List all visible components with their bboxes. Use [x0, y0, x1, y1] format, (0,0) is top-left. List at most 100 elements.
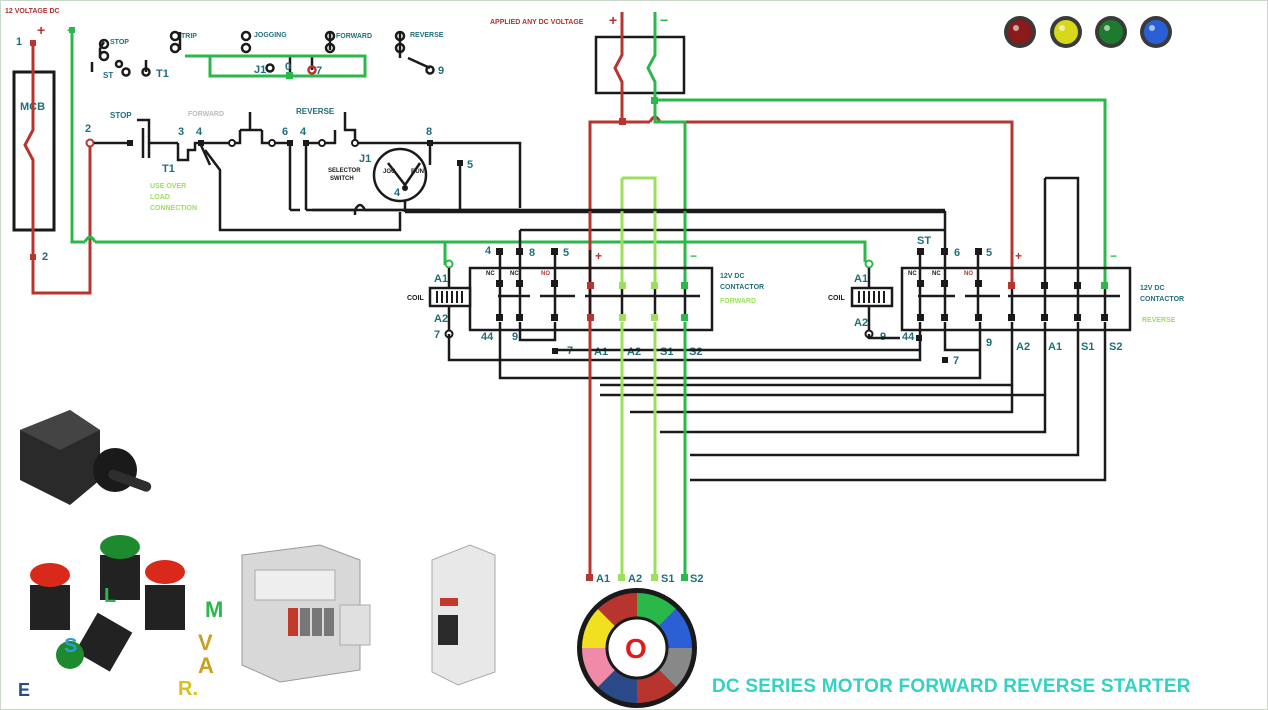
fwd-terminal-6 — [287, 140, 293, 146]
fwd-name-1: 12V DC — [720, 273, 745, 280]
fwd-contact-a — [228, 139, 236, 147]
fwd-contact-b — [268, 139, 276, 147]
letter-l: L — [104, 585, 117, 607]
rev-top-6: 6 — [954, 247, 960, 259]
fwd-b-a2: A2 — [627, 346, 641, 358]
rev-contact-b — [351, 139, 359, 147]
ctrl-node-4b: 4 — [300, 126, 307, 138]
legend-forward: FORWARD — [336, 33, 372, 40]
lamp-blue-icon — [1140, 16, 1172, 48]
rev-b-s2: S2 — [1109, 341, 1122, 353]
terminal-1-label: 1 — [16, 36, 22, 48]
letter-a: A — [198, 653, 214, 678]
rev-b-7: 7 — [953, 355, 959, 367]
fwd-a1: A1 — [434, 273, 448, 285]
ctrl-node-8: 8 — [426, 126, 432, 138]
applied-minus: − — [660, 12, 668, 28]
rev-node-7 — [942, 357, 948, 363]
fwd-top-8: 8 — [529, 247, 535, 259]
rev-b-9: 9 — [986, 337, 992, 349]
ctrl-stop-label: STOP — [110, 111, 132, 120]
applied-plus: + — [609, 12, 617, 28]
motor-label-s2: S2 — [690, 573, 703, 585]
fwd-nc1: NC — [486, 271, 495, 277]
fwd-no: NO — [541, 271, 550, 277]
rev-name-3: REVERSE — [1142, 317, 1176, 324]
fwd-b-s1: S1 — [660, 346, 673, 358]
fwd-a2: A2 — [434, 313, 448, 325]
rev-minus: − — [1110, 249, 1117, 263]
legend-jogging: JOGGING — [254, 32, 287, 39]
rev-top-st: ST — [917, 235, 931, 247]
motor-label-s1: S1 — [661, 573, 674, 585]
overload-note-2: LOAD — [150, 194, 170, 201]
legend-0: 0 — [285, 61, 291, 73]
selector-terminal-5 — [457, 160, 463, 166]
fwd-plus: + — [595, 249, 602, 263]
rev-nc2: NC — [932, 271, 941, 277]
rev-a1: A1 — [854, 273, 868, 285]
dc-positive-branch — [622, 120, 1014, 285]
fwd-top-4: 4 — [485, 245, 492, 257]
dc-breaker-box — [594, 35, 686, 95]
fwd-b-s2: S2 — [689, 346, 702, 358]
legend-trip: TRIP — [181, 33, 197, 40]
interlock-wiring — [447, 322, 1107, 482]
legend-9: 9 — [438, 65, 444, 77]
rev-terminal-8 — [427, 140, 433, 146]
motor-label-a2: A2 — [628, 573, 642, 585]
neutral-terminal — [69, 27, 75, 33]
ctrl-node-3: 3 — [178, 126, 184, 138]
supply-label: 12 VOLTAGE DC — [5, 8, 60, 15]
selector-switch — [372, 147, 428, 203]
dc-negative-fwd — [653, 100, 687, 285]
ctrl-node-4: 4 — [196, 126, 203, 138]
dc-neg-terminal — [651, 97, 658, 104]
dc-pos-terminal — [619, 118, 626, 125]
fwd-node-7 — [552, 348, 558, 354]
selector-run: RUN — [411, 169, 424, 175]
legend-st: ST — [103, 71, 113, 80]
ctrl-t1: T1 — [162, 163, 175, 175]
fwd-name-3: FORWARD — [720, 298, 756, 305]
stop-terminal — [127, 140, 133, 146]
rev-name-2: CONTACTOR — [1140, 296, 1184, 303]
motor-center-label: O — [625, 633, 647, 664]
supply-plus: + — [37, 22, 45, 38]
motor-term-a1 — [586, 574, 593, 581]
motor-label-a1: A1 — [596, 573, 610, 585]
selector-5: 5 — [467, 159, 473, 171]
fwd-minus: − — [690, 249, 697, 263]
terminal-2-label: 2 — [42, 251, 48, 263]
letter-m: M — [205, 597, 224, 622]
letter-s: S — [64, 635, 78, 657]
rev-contact-a — [318, 139, 326, 147]
selector-4: 4 — [394, 187, 401, 199]
legend-j1: J1 — [254, 64, 266, 76]
rev-nc1: NC — [908, 271, 917, 277]
mcb-photo-icon — [431, 544, 496, 686]
neutral-node-rev — [864, 259, 874, 269]
fwd-coil-label: COIL — [407, 295, 424, 302]
terminal-2-dot — [85, 138, 95, 148]
push-buttons-photo-icon — [30, 535, 185, 672]
fwd-top-5: 5 — [563, 247, 569, 259]
ctrl-reverse-label: REVERSE — [296, 107, 335, 116]
overload-note-1: USE OVER — [150, 183, 186, 190]
letter-v: V — [198, 630, 213, 655]
dc-motor — [577, 588, 697, 708]
mcb-wire — [23, 40, 35, 258]
control-circuit — [94, 112, 947, 262]
motor-term-s2 — [681, 574, 688, 581]
selector-label-2: SWITCH — [330, 176, 354, 182]
fwd-b-44: 44 — [481, 331, 494, 343]
neutral-jump — [83, 235, 97, 243]
overload-note-3: CONNECTION — [150, 205, 197, 212]
letter-r: R. — [178, 678, 198, 700]
lamp-red-icon — [1004, 16, 1036, 48]
mcb-top-terminal — [30, 40, 36, 46]
neutral-branch — [445, 240, 867, 262]
applied-label: APPLIED ANY DC VOLTAGE — [490, 19, 584, 26]
diagram-title: DC SERIES MOTOR FORWARD REVERSE STARTER — [712, 676, 1191, 697]
